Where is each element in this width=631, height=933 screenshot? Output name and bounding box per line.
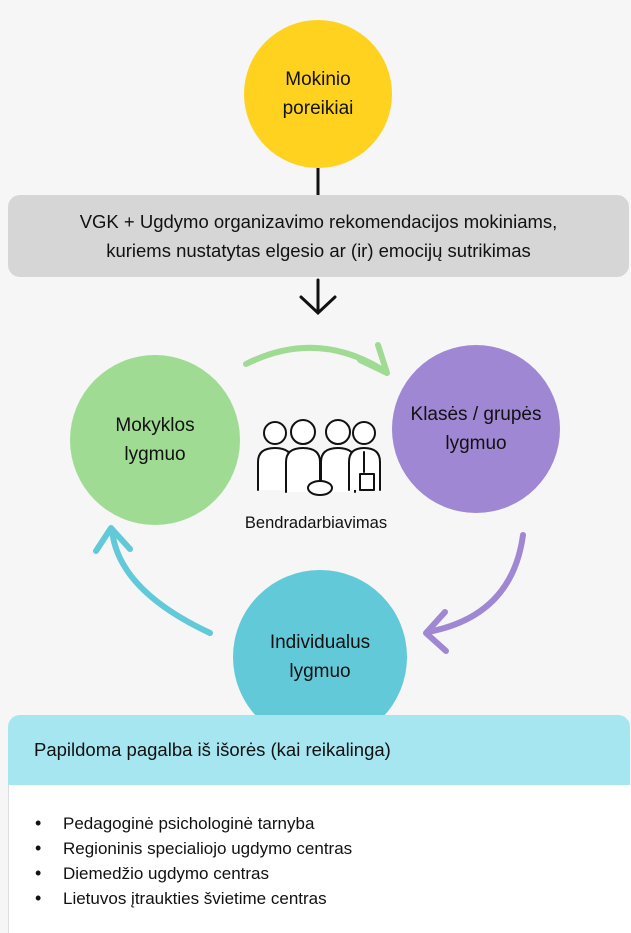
arrow-school-to-class [243,342,390,376]
node-student-needs-label: Mokinio poreikiai [282,69,354,119]
external-help-title: Papildoma pagalba iš išorės (kai reikali… [34,739,391,760]
list-item: Lietuvos įtraukties švietime centras [31,886,352,911]
node-class-level-label: Klasės / grupės lygmuo [410,404,542,454]
people-handshake-icon [257,419,381,496]
node-school-level-label: Mokyklos lygmuo [115,415,195,465]
node-student-needs: Mokinio poreikiai [244,20,392,168]
recommendations-box: VGK + Ugdymo organizavimo rekomendacijos… [8,195,629,277]
node-individual-level-label: Individualus lygmuo [269,632,371,682]
list-item: Diemedžio ugdymo centras [31,861,352,886]
collaboration-label: Bendradarbiavimas [244,514,388,532]
down-arrow-icon [299,278,337,316]
recommendations-text: VGK + Ugdymo organizavimo rekomendacijos… [79,211,558,261]
arrow-individual-to-school [93,525,213,636]
list-item: Regioninis specialiojo ugdymo centras [31,836,352,861]
arrow-class-to-individual [423,532,526,654]
list-item: Pedagoginė psichologinė tarnyba [31,811,352,836]
node-school-level: Mokyklos lygmuo [70,355,240,525]
external-help-body: Pedagoginė psichologinė tarnyba Regionin… [8,785,631,933]
external-help-header: Papildoma pagalba iš išorės (kai reikali… [8,715,630,785]
node-class-level: Klasės / grupės lygmuo [392,345,560,513]
external-help-list: Pedagoginė psichologinė tarnyba Regionin… [31,811,352,911]
